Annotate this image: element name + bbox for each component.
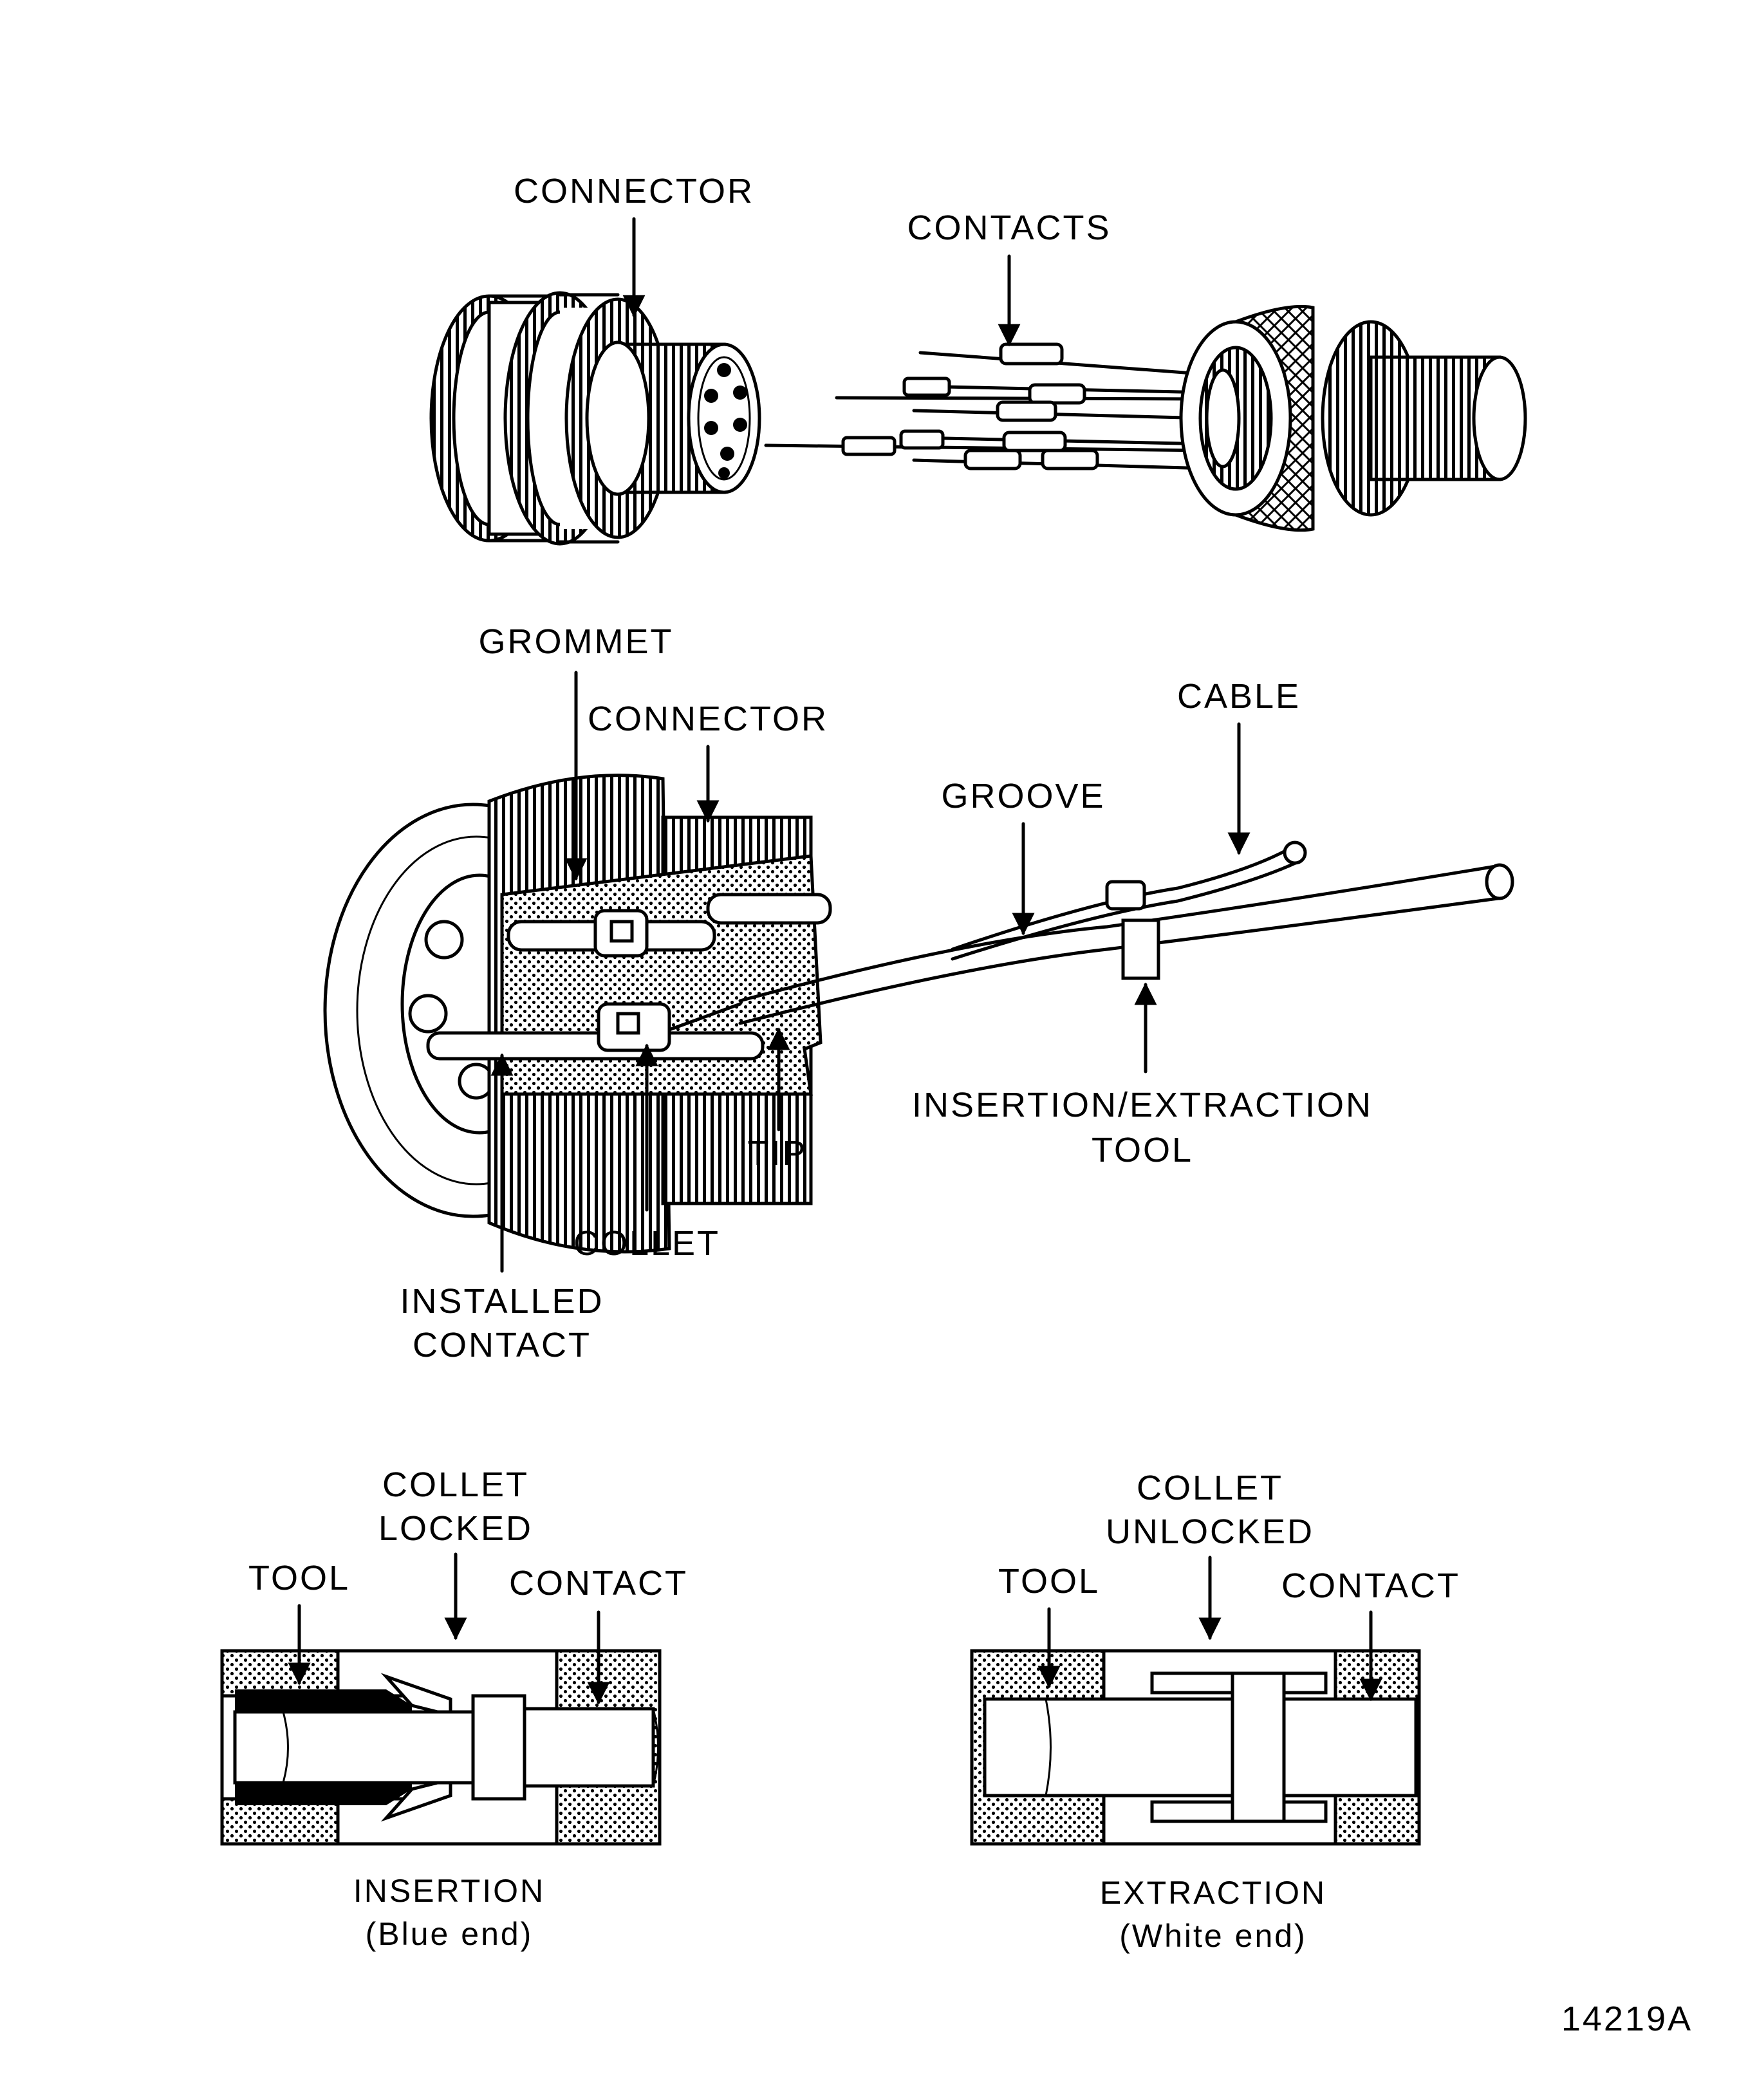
tool-label-line2: TOOL [1092,1131,1193,1169]
insertion-tool-label: TOOL [248,1559,350,1597]
contact-pins [764,342,1212,470]
extraction-detail: COLLET UNLOCKED TOOL CONTACT EXTRACTION … [970,1469,1460,1954]
insertion-collet-line1: COLLET [382,1465,529,1504]
contacts-label: CONTACTS [907,209,1111,247]
grommet-label: GROMMET [479,622,674,661]
tip-label: TIP [747,1134,807,1173]
insertion-detail: COLLET LOCKED TOOL CONTACT INSERTION (Bl… [220,1465,688,1952]
top-connector-label: CONNECTOR [514,172,754,210]
extraction-caption: EXTRACTION [1100,1875,1326,1911]
extraction-collet-line2: UNLOCKED [1106,1512,1314,1551]
insertion-extraction-tool [738,841,1514,1025]
figure-number: 14219A [1561,2000,1693,2038]
collet-label: COLLET [573,1224,720,1263]
extraction-subcaption: (White end) [1119,1918,1306,1954]
extraction-collet-line1: COLLET [1137,1469,1283,1507]
insertion-subcaption: (Blue end) [366,1916,534,1952]
insertion-collet-line2: LOCKED [378,1509,533,1548]
installed-contact-line2: CONTACT [413,1326,591,1364]
middle-connector-label: CONNECTOR [588,700,828,738]
insertion-caption: INSERTION [353,1873,545,1909]
assembled-connector [323,774,832,1254]
right-connector [1179,304,1527,532]
top-view: CONNECTOR CONTACTS [429,172,1527,546]
left-connector [429,291,761,546]
groove-label: GROOVE [941,777,1105,815]
cable-label: CABLE [1177,677,1301,716]
extraction-tool-label: TOOL [998,1562,1100,1601]
tool-label-line1: INSERTION/EXTRACTION [912,1086,1373,1124]
middle-view: GROMMET CONNECTOR GROOVE CABLE INSERTION… [323,622,1514,1364]
extraction-contact-label: CONTACT [1281,1566,1460,1605]
installed-contact-line1: INSTALLED [400,1282,604,1321]
insertion-contact-label: CONTACT [509,1564,688,1603]
